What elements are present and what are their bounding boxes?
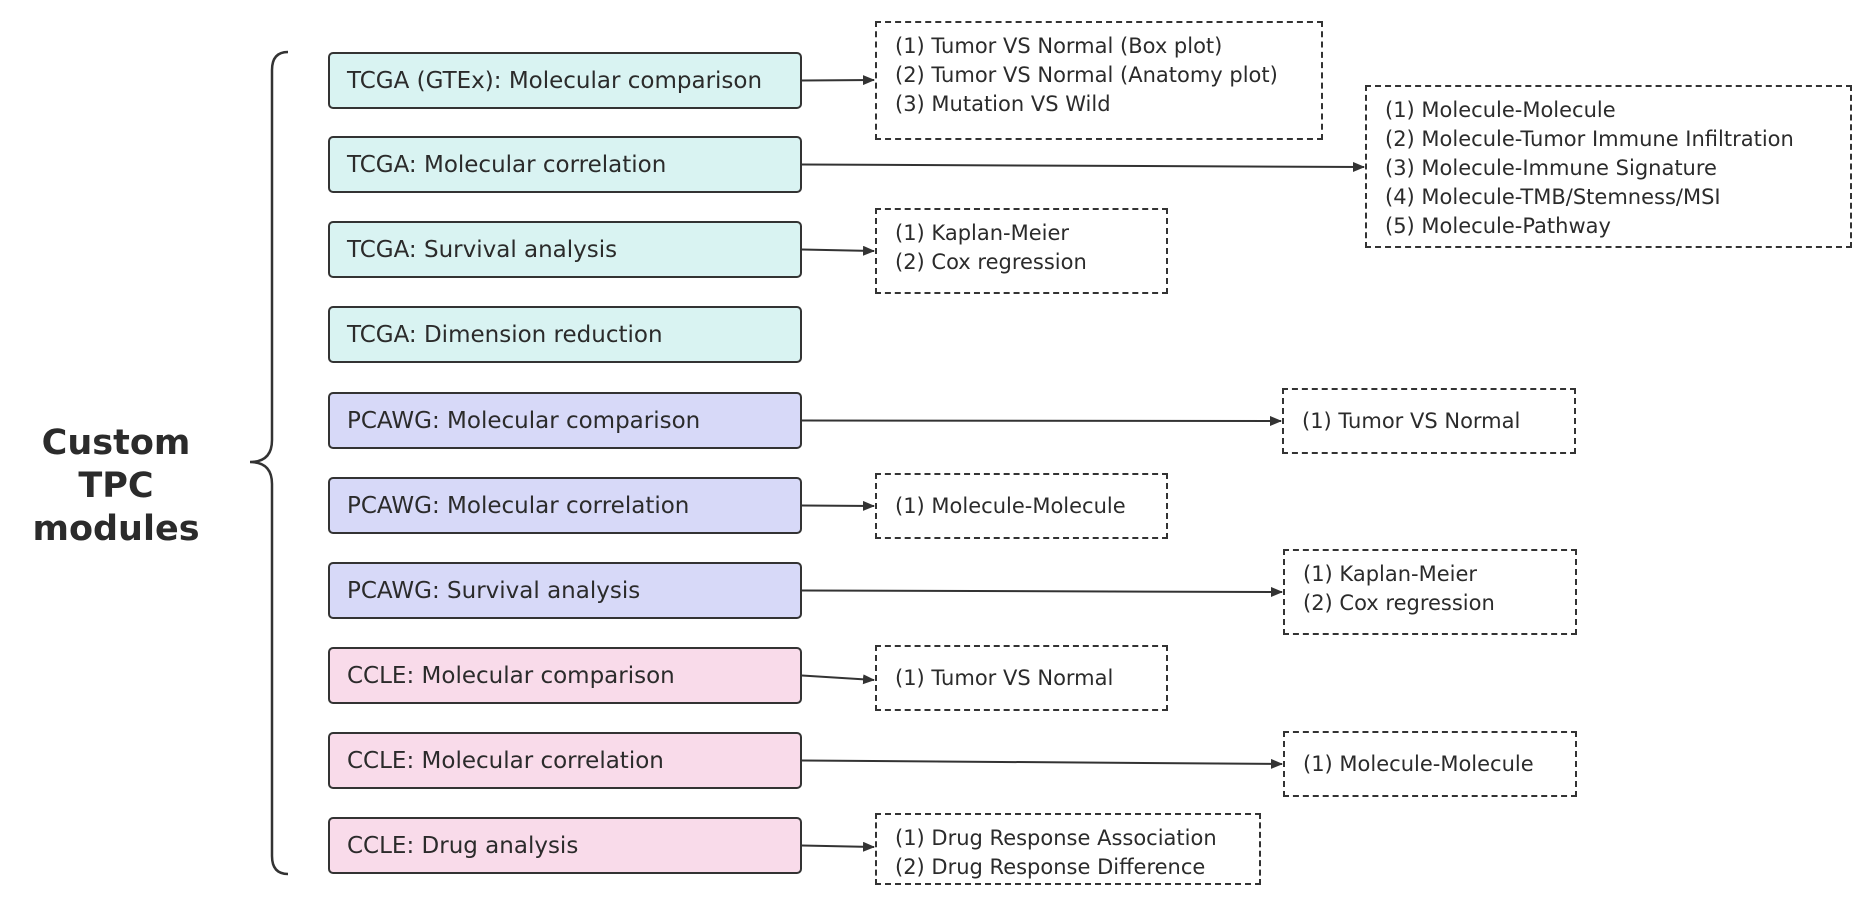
root-brace: [249, 50, 289, 876]
module-pcawg-molecular-correlation[interactable]: PCAWG: Molecular correlation: [328, 477, 802, 534]
detail-box-tcga-molecular-correlation: (1) Molecule-Molecule (2) Molecule-Tumor…: [1365, 85, 1852, 248]
detail-item: (5) Molecule-Pathway: [1385, 214, 1611, 238]
detail-item: (1) Molecule-Molecule: [1385, 98, 1616, 122]
detail-box-pcawg-survival-analysis: (1) Kaplan-Meier (2) Cox regression: [1283, 549, 1577, 635]
module-pcawg-molecular-comparison[interactable]: PCAWG: Molecular comparison: [328, 392, 802, 449]
detail-item: (2) Cox regression: [1303, 591, 1495, 615]
module-pcawg-survival-analysis[interactable]: PCAWG: Survival analysis: [328, 562, 802, 619]
module-tcga-molecular-correlation[interactable]: TCGA: Molecular correlation: [328, 136, 802, 193]
detail-box-ccle-drug-analysis: (1) Drug Response Association (2) Drug R…: [875, 813, 1261, 885]
detail-item: (2) Tumor VS Normal (Anatomy plot): [895, 63, 1278, 87]
detail-item: (2) Drug Response Difference: [895, 855, 1206, 879]
root-title: Custom TPC modules: [0, 422, 232, 551]
module-tcga-dimension-reduction[interactable]: TCGA: Dimension reduction: [328, 306, 802, 363]
connector-group: [801, 75, 1365, 852]
detail-item: (4) Molecule-TMB/Stemness/MSI: [1385, 185, 1721, 209]
detail-box-ccle-molecular-correlation: (1) Molecule-Molecule: [1283, 731, 1577, 797]
detail-item: (1) Molecule-Molecule: [1303, 751, 1534, 776]
module-tcga-survival-analysis[interactable]: TCGA: Survival analysis: [328, 221, 802, 278]
connector-arrow: [801, 586, 1283, 597]
detail-box-tcga-survival-analysis: (1) Kaplan-Meier (2) Cox regression: [875, 208, 1168, 294]
module-ccle-molecular-comparison[interactable]: CCLE: Molecular comparison: [328, 647, 802, 704]
detail-item: (3) Molecule-Immune Signature: [1385, 156, 1717, 180]
connector-arrow: [801, 758, 1283, 769]
detail-box-pcawg-molecular-comparison: (1) Tumor VS Normal: [1282, 388, 1576, 454]
connector-arrow: [801, 161, 1365, 172]
detail-box-pcawg-molecular-correlation: (1) Molecule-Molecule: [875, 473, 1168, 539]
root-title-line-2: modules: [32, 509, 200, 549]
detail-item: (2) Cox regression: [895, 250, 1087, 274]
connector-arrow: [801, 245, 875, 256]
detail-item: (1) Kaplan-Meier: [1303, 562, 1478, 586]
module-ccle-drug-analysis[interactable]: CCLE: Drug analysis: [328, 817, 802, 874]
detail-item: (2) Molecule-Tumor Immune Infiltration: [1385, 127, 1794, 151]
detail-item: (1) Tumor VS Normal: [1302, 408, 1521, 433]
detail-box-tcga-gtex-molecular-comparison: (1) Tumor VS Normal (Box plot) (2) Tumor…: [875, 21, 1323, 140]
connector-arrow: [801, 415, 1282, 426]
connector-arrow: [801, 841, 875, 852]
detail-item: (1) Tumor VS Normal: [895, 665, 1114, 690]
connector-arrow: [801, 674, 875, 685]
connector-arrow: [801, 500, 875, 511]
root-title-line-1: Custom TPC: [41, 423, 191, 506]
detail-item: (1) Kaplan-Meier: [895, 221, 1070, 245]
detail-box-ccle-molecular-comparison: (1) Tumor VS Normal: [875, 645, 1168, 711]
detail-item: (3) Mutation VS Wild: [895, 92, 1111, 116]
connector-arrow: [801, 75, 875, 86]
detail-item: (1) Drug Response Association: [895, 826, 1217, 850]
module-ccle-molecular-correlation[interactable]: CCLE: Molecular correlation: [328, 732, 802, 789]
detail-item: (1) Molecule-Molecule: [895, 493, 1126, 518]
module-tcga-gtex-molecular-comparison[interactable]: TCGA (GTEx): Molecular comparison: [328, 52, 802, 109]
detail-item: (1) Tumor VS Normal (Box plot): [895, 34, 1223, 58]
